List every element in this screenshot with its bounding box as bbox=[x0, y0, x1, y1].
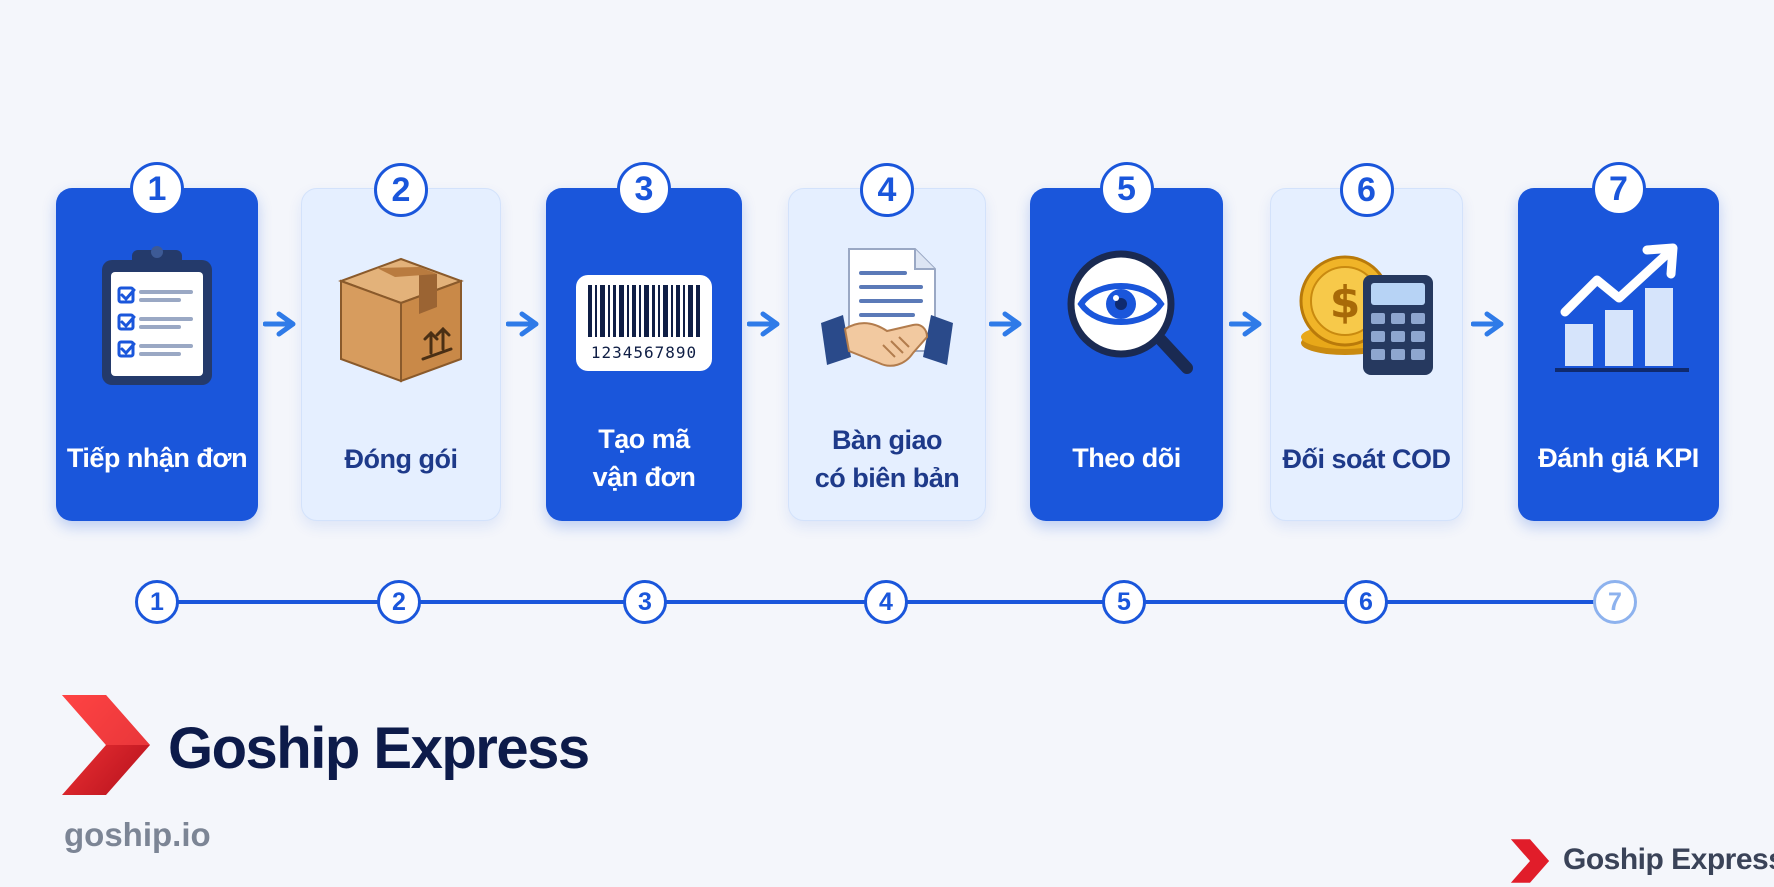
step-badge: 3 bbox=[617, 162, 671, 216]
arrow-right-icon bbox=[506, 311, 539, 337]
timeline-node-4: 4 bbox=[864, 580, 908, 624]
step-label: Đóng gói bbox=[344, 444, 458, 474]
step-card-1: 1 Tiếp nhận đơn bbox=[56, 162, 258, 521]
timeline-node-6: 6 bbox=[1344, 580, 1388, 624]
timeline-node-5: 5 bbox=[1102, 580, 1146, 624]
svg-text:$: $ bbox=[1329, 277, 1360, 328]
handshake-document-icon bbox=[821, 248, 953, 367]
step-badge: 4 bbox=[860, 163, 914, 217]
goship-watermark-icon bbox=[1510, 839, 1550, 883]
coins-calculator-icon: $ bbox=[1299, 255, 1433, 375]
timeline-node-3: 3 bbox=[623, 580, 667, 624]
brand-name: Goship Express bbox=[168, 716, 590, 781]
barcode-digits: 1234567890 bbox=[591, 343, 697, 362]
timeline-node-2: 2 bbox=[377, 580, 421, 624]
clipboard-checklist-icon bbox=[102, 246, 212, 385]
arrow-right-icon bbox=[1471, 311, 1504, 337]
step-badge: 6 bbox=[1339, 163, 1394, 217]
watermark-name: Goship Express bbox=[1563, 843, 1774, 876]
step-card-3: 3 1234567890 Tạo mã vận đơn bbox=[546, 162, 742, 521]
step-badge: 5 bbox=[1099, 162, 1154, 216]
goship-logo-icon bbox=[62, 695, 150, 795]
arrow-right-icon bbox=[747, 311, 780, 337]
step-card-6: 6 $ Đối soát COD bbox=[1270, 163, 1463, 521]
step-card-5: 5 Theo dõi bbox=[1030, 162, 1223, 521]
step-label: Đánh giá KPI bbox=[1538, 443, 1699, 473]
arrow-right-icon bbox=[1229, 311, 1262, 337]
timeline-node-1: 1 bbox=[135, 580, 179, 624]
step-label: Tiếp nhận đơn bbox=[66, 443, 248, 473]
cardboard-box-icon bbox=[338, 257, 464, 383]
step-label: Bàn giao có biên bản bbox=[814, 425, 960, 493]
step-label: Theo dõi bbox=[1072, 443, 1181, 473]
step-badge: 2 bbox=[374, 163, 428, 217]
arrow-right-icon bbox=[989, 311, 1022, 337]
step-badge: 7 bbox=[1591, 162, 1646, 216]
growth-chart-icon bbox=[1554, 243, 1689, 372]
magnifier-eye-icon bbox=[1067, 250, 1193, 374]
barcode-icon: 1234567890 bbox=[576, 275, 712, 371]
timeline-node-7: 7 bbox=[1593, 580, 1637, 624]
step-label: Tạo mã vận đơn bbox=[592, 424, 696, 492]
arrow-right-icon bbox=[263, 311, 296, 337]
step-card-2: 2 Đóng gói bbox=[301, 163, 501, 521]
step-label: Đối soát COD bbox=[1282, 444, 1451, 474]
step-badge: 1 bbox=[130, 162, 184, 216]
step-card-7: 7 Đánh giá KPI bbox=[1518, 162, 1719, 521]
step-card-4: 4 Bàn giao có biên bản bbox=[788, 163, 986, 521]
brand-url: goship.io bbox=[64, 816, 211, 853]
